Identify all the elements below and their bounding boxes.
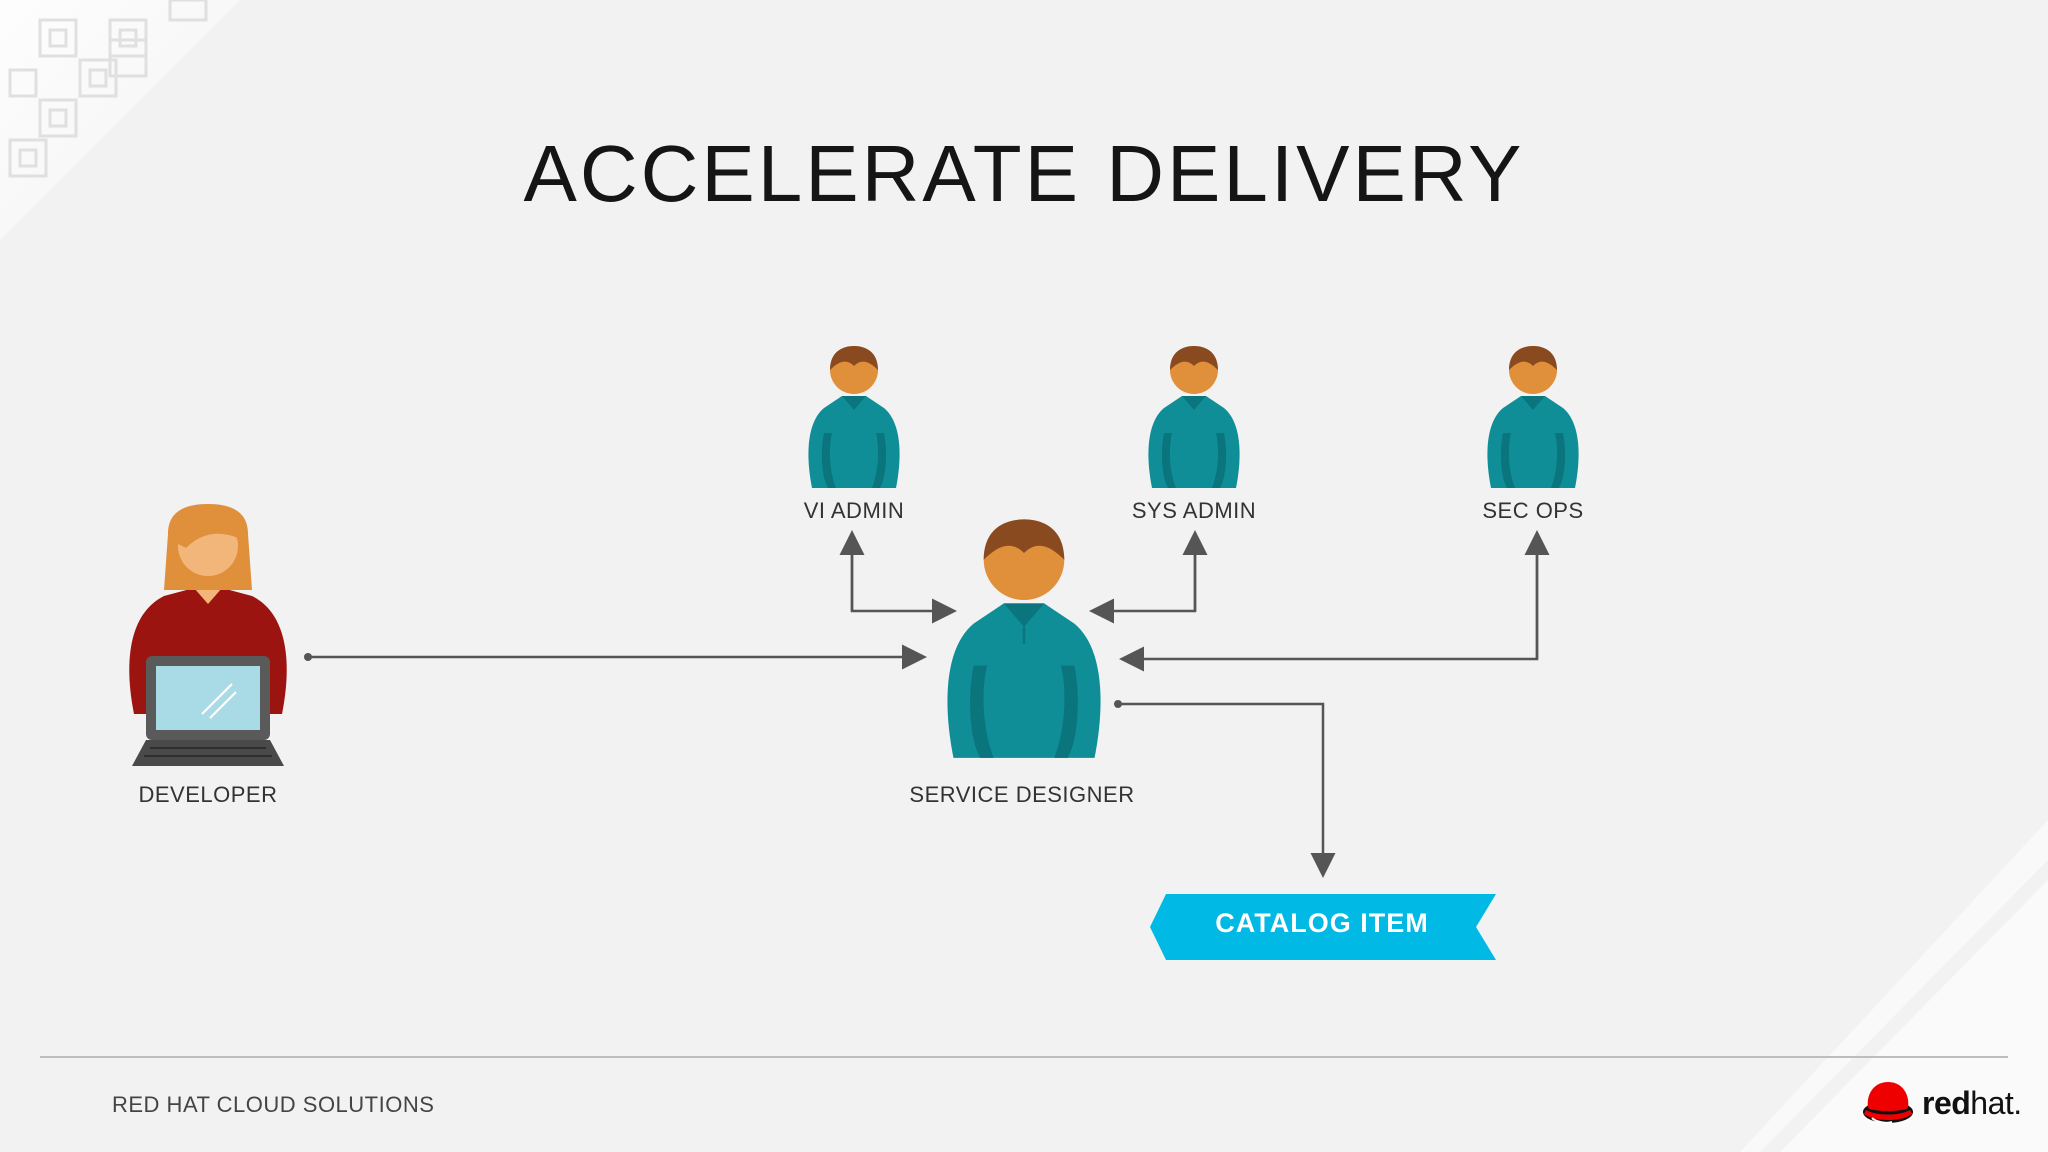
footer-text: RED HAT CLOUD SOLUTIONS	[112, 1092, 435, 1117]
person-icon-sec-ops	[1487, 346, 1579, 488]
catalog-item-banner	[1150, 894, 1496, 960]
brand-wordmark-bold: red	[1922, 1085, 1971, 1121]
developer-laptop-icon	[129, 504, 287, 766]
brand-wordmark: redhat.	[1922, 1085, 2022, 1122]
corner-shape-bottom-right	[1740, 820, 2048, 1152]
node-label-service-designer: SERVICE DESIGNER	[909, 782, 1135, 807]
person-icon-sys-admin	[1148, 346, 1240, 488]
node-label-vi-admin: VI ADMIN	[803, 498, 905, 523]
person-icon-service-designer	[947, 519, 1101, 758]
edge-designer-to-catalog	[1118, 702, 1336, 878]
footer-divider	[40, 1056, 2008, 1058]
node-label-developer: DEVELOPER	[138, 782, 278, 807]
person-icon-vi-admin	[808, 346, 900, 488]
edge-designer-sys-admin	[1089, 537, 1197, 624]
edge-designer-vi-admin	[850, 537, 957, 624]
corner-pattern-top-left	[0, 0, 240, 240]
node-label-sys-admin: SYS ADMIN	[1131, 498, 1257, 523]
redhat-shadowman-icon	[1863, 1082, 1913, 1124]
catalog-item-label: CATALOG ITEM	[1215, 908, 1429, 938]
slide-title: ACCELERATE DELIVERY	[523, 129, 1525, 218]
node-label-sec-ops: SEC OPS	[1482, 498, 1584, 523]
brand-wordmark-light: hat.	[1970, 1085, 2022, 1121]
edge-designer-sec-ops	[1119, 537, 1539, 672]
